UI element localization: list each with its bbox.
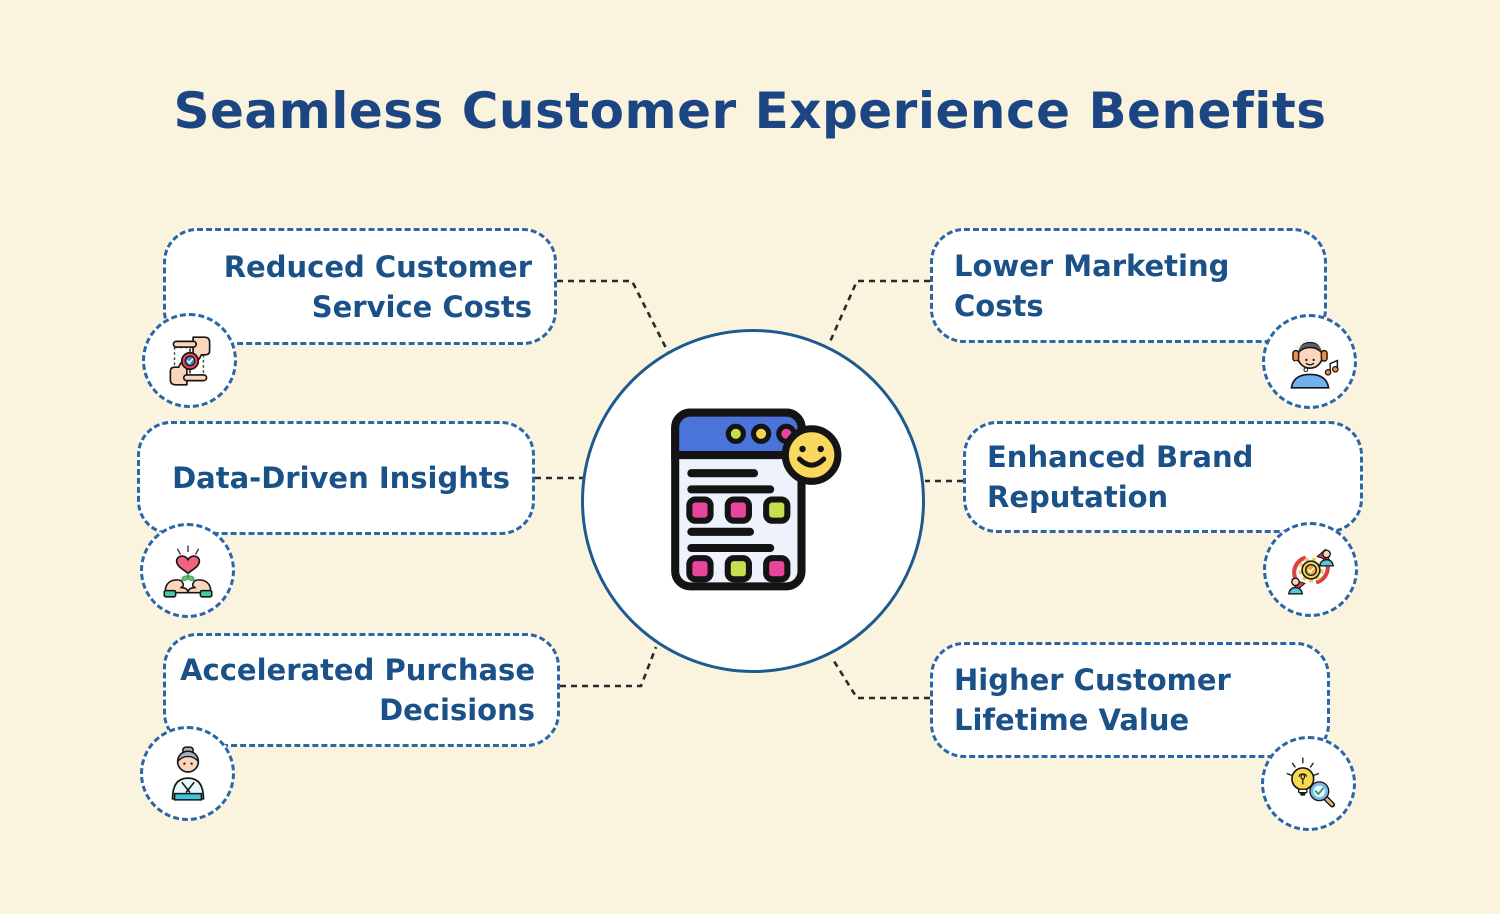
benefit-card-data-driven-insights: Data-Driven Insights: [137, 421, 535, 535]
survey-app-with-smiley-icon: [671, 408, 842, 591]
person-bowing-icon: [171, 745, 204, 801]
page-title: Seamless Customer Experience Benefits: [173, 82, 1327, 140]
connector-line: [557, 279, 670, 353]
hands-holding-heart-icon: [162, 544, 213, 598]
people-cycle-gear-icon: [1287, 547, 1334, 594]
benefit-icon-badge: [1263, 522, 1358, 617]
connector-line: [827, 279, 930, 345]
benefit-card-lower-marketing-costs: Lower Marketing Costs: [930, 228, 1327, 343]
benefit-icon-badge: [140, 726, 235, 821]
benefit-icon-badge: [1262, 314, 1357, 409]
benefit-label: Lower Marketing Costs: [954, 248, 1230, 323]
benefit-label: Reduced Customer Service Costs: [223, 249, 532, 324]
central-hub-circle: [581, 329, 925, 673]
benefit-card-accelerated-purchase-decisions: Accelerated Purchase Decisions: [163, 633, 560, 747]
hands-framing-target-icon: [169, 335, 210, 386]
benefit-card-reduced-customer-service-costs: Reduced Customer Service Costs: [163, 228, 557, 345]
benefit-card-enhanced-brand-reputation: Enhanced Brand Reputation: [963, 421, 1363, 533]
connector-line: [560, 646, 658, 688]
support-agent-headphones-icon: [1289, 338, 1339, 389]
connector-line: [830, 657, 930, 700]
lightbulb-magnifier-icon: [1286, 756, 1335, 807]
benefit-label: Higher Customer Lifetime Value: [954, 663, 1231, 737]
benefit-label: Enhanced Brand Reputation: [987, 440, 1254, 514]
benefit-icon-badge: [140, 523, 235, 618]
benefit-card-higher-customer-lifetime-value: Higher Customer Lifetime Value: [930, 642, 1330, 758]
benefit-icon-badge: [142, 313, 237, 408]
benefit-label: Accelerated Purchase Decisions: [180, 653, 535, 727]
benefit-label: Data-Driven Insights: [172, 461, 510, 495]
benefit-icon-badge: [1261, 736, 1356, 831]
